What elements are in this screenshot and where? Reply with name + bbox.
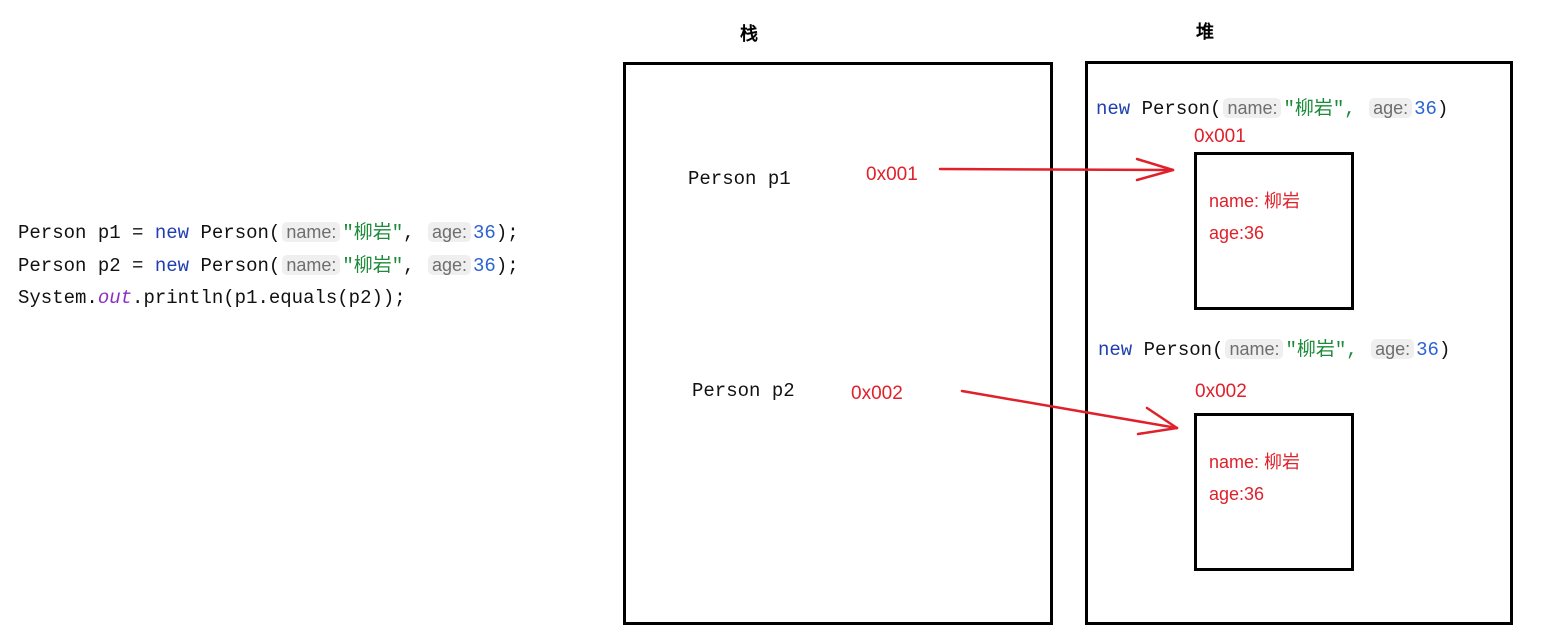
param-hint: age: (427, 222, 472, 242)
heap-ctor-2: new Person(name:"柳岩", age:36) (1098, 333, 1450, 366)
stack-addr-p2: 0x002 (851, 383, 903, 404)
code-keyword: new (154, 255, 190, 277)
param-hint: age: (1369, 98, 1413, 118)
code-token: = (132, 255, 144, 277)
object-field-name: name: 柳岩 (1209, 452, 1301, 472)
heap-object-1: name: 柳岩 age:36 (1194, 152, 1354, 310)
code-token: Person (200, 222, 269, 244)
object-field-age: age:36 (1209, 484, 1265, 504)
stack-var-p1: Person p1 (688, 168, 791, 190)
code-line-1: Person p1 = new Person(name:"柳岩", age:36… (18, 222, 519, 244)
heap-ctor-1: new Person(name:"柳岩", age:36) (1096, 92, 1448, 125)
code-token: Person (18, 222, 87, 244)
param-hint: name: (1225, 339, 1284, 359)
code-number: 36 (1414, 98, 1437, 120)
heap-frame (1085, 61, 1513, 625)
stack-var-p2: Person p2 (692, 380, 795, 402)
object-field-name: name: 柳岩 (1209, 191, 1301, 211)
param-hint: name: (1223, 98, 1282, 118)
heap-addr-2: 0x002 (1195, 381, 1247, 402)
object-field-age: age:36 (1209, 223, 1265, 243)
code-token: ) (1438, 339, 1451, 361)
param-hint: name: (282, 222, 341, 242)
stack-frame (623, 62, 1053, 625)
code-string: "柳岩", (1283, 98, 1356, 120)
code-number: 36 (1416, 339, 1439, 361)
heap-addr-1: 0x001 (1194, 126, 1246, 147)
stack-addr-p1: 0x001 (866, 164, 918, 185)
code-block: Person p1 = new Person(name:"柳岩", age:36… (18, 216, 519, 314)
code-string: "柳岩" (342, 222, 404, 244)
code-number: 36 (473, 222, 496, 244)
param-hint: name: (282, 255, 341, 275)
arrow-p1-to-object-1 (938, 157, 1175, 182)
code-keyword: new (1098, 339, 1133, 361)
code-string: "柳岩" (342, 255, 404, 277)
param-hint: age: (427, 255, 472, 275)
code-token: = (132, 222, 144, 244)
code-field: out (97, 287, 133, 309)
code-token: ); (495, 255, 519, 277)
code-keyword: new (1096, 98, 1131, 120)
arrow-p2-to-object-2 (960, 389, 1179, 436)
code-token: System. (18, 287, 98, 309)
code-number: 36 (473, 255, 496, 277)
code-token: Person( (1141, 98, 1222, 120)
code-token: Person (200, 255, 269, 277)
code-token: Person( (1143, 339, 1224, 361)
code-token: p1 (97, 222, 121, 244)
code-string: "柳岩", (1285, 339, 1358, 361)
code-line-3: System.out.println(p1.equals(p2)); (18, 282, 519, 314)
code-token: ) (1436, 98, 1449, 120)
code-token: ); (495, 222, 519, 244)
heap-object-2: name: 柳岩 age:36 (1194, 413, 1354, 571)
code-line-2: Person p2 = new Person(name:"柳岩", age:36… (18, 255, 519, 277)
stack-title: 栈 (740, 24, 758, 45)
code-token: Person (18, 255, 87, 277)
param-hint: age: (1371, 339, 1415, 359)
code-keyword: new (154, 222, 190, 244)
code-token: .println(p1.equals(p2)); (132, 287, 406, 309)
code-token: p2 (97, 255, 121, 277)
heap-title: 堆 (1196, 22, 1214, 43)
